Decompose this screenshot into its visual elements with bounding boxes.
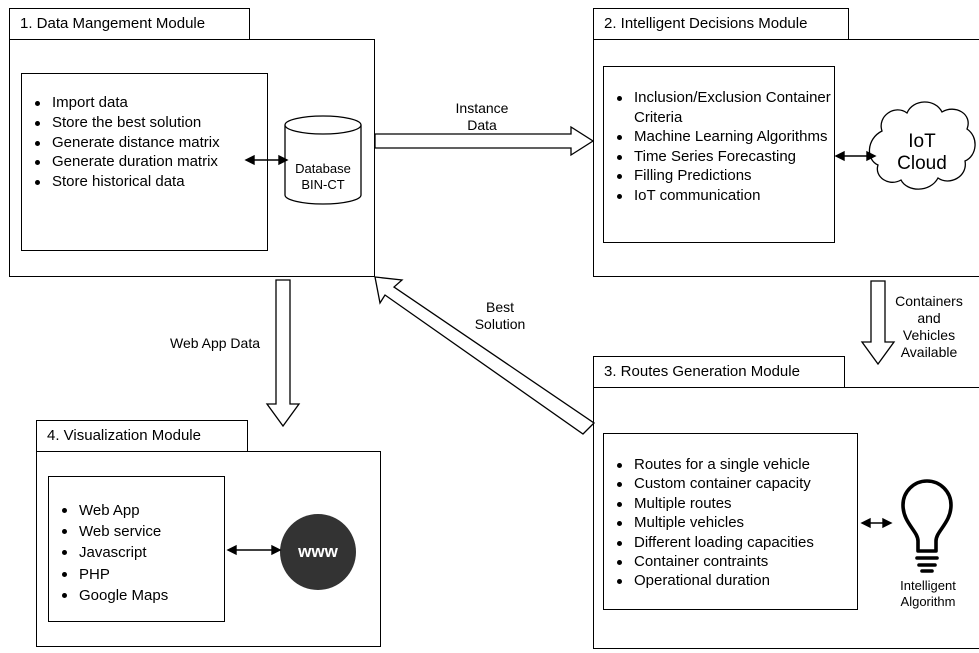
visualization-module-list: Web App Web service Javascript PHP Googl… — [49, 500, 224, 606]
containers-arrow — [860, 280, 896, 366]
best-solution-label: Best Solution — [474, 299, 526, 332]
list-item: Inclusion/Exclusion Container Criteria — [617, 88, 834, 127]
list-item: Web App — [62, 500, 224, 521]
list-item: Routes for a single vehicle — [617, 455, 857, 474]
list-item: PHP — [62, 564, 224, 585]
routes-module-title: 3. Routes Generation Module — [593, 356, 845, 388]
decisions-module-list-box: Inclusion/Exclusion Container Criteria M… — [603, 66, 835, 243]
database-icon — [284, 115, 362, 205]
decisions-module-list: Inclusion/Exclusion Container Criteria M… — [604, 88, 834, 205]
routes-module-list-box: Routes for a single vehicle Custom conta… — [603, 433, 858, 610]
data-module-list-box: Import data Store the best solution Gene… — [21, 73, 268, 251]
list-item: Store historical data — [35, 172, 267, 192]
list-item: Multiple vehicles — [617, 513, 857, 532]
list-item: Google Maps — [62, 585, 224, 606]
www-label: www — [298, 542, 338, 561]
list-item: Store the best solution — [35, 113, 267, 133]
best-solution-arrow — [374, 276, 596, 435]
routes-module-list: Routes for a single vehicle Custom conta… — [604, 455, 857, 591]
decisions-module-title: 2. Intelligent Decisions Module — [593, 8, 849, 40]
flow-arrows — [265, 125, 896, 435]
visualization-module-title: 4. Visualization Module — [36, 420, 248, 452]
connector-arrows — [226, 150, 893, 556]
list-item: Javascript — [62, 542, 224, 563]
list-item: Different loading capacities — [617, 533, 857, 552]
list-item: Operational duration — [617, 571, 857, 590]
cloud-icon — [868, 101, 976, 190]
visualization-module-list-box: Web App Web service Javascript PHP Googl… — [48, 476, 225, 622]
instance-data-arrow — [374, 125, 595, 157]
list-item: Generate duration matrix — [35, 152, 267, 172]
database-label: Database BIN-CT — [295, 161, 351, 192]
list-item: Multiple routes — [617, 494, 857, 513]
bulb-label: Intelligent Algorithm — [900, 578, 956, 609]
list-item: Filling Predictions — [617, 166, 834, 186]
cloud-label: IoT Cloud — [897, 131, 947, 174]
list-item: Custom container capacity — [617, 474, 857, 493]
web-app-data-label: Web App Data — [169, 335, 261, 351]
list-item: Web service — [62, 521, 224, 542]
list-item: Machine Learning Algorithms — [617, 127, 834, 147]
list-item: Container contraints — [617, 552, 857, 571]
list-item: Time Series Forecasting — [617, 147, 834, 167]
data-module-list: Import data Store the best solution Gene… — [22, 93, 267, 192]
list-item: Import data — [35, 93, 267, 113]
list-item: IoT communication — [617, 186, 834, 206]
list-item: Generate distance matrix — [35, 133, 267, 153]
lightbulb-icon — [901, 479, 953, 573]
instance-data-label: Instance Data — [455, 100, 509, 133]
data-module-title: 1. Data Mangement Module — [9, 8, 250, 40]
www-icon — [280, 514, 356, 590]
containers-label: Containers and Vehicles Available — [895, 293, 963, 360]
web-app-data-arrow — [265, 279, 301, 428]
